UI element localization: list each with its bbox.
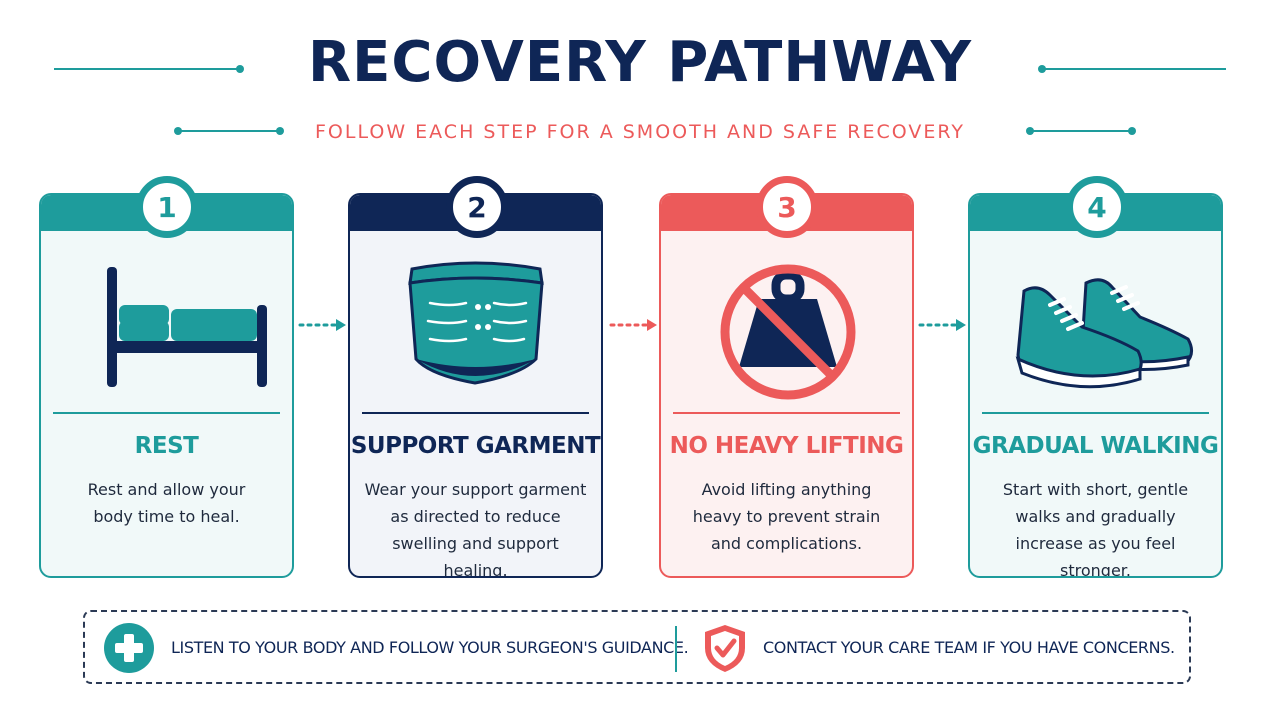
- footer-separator: [675, 626, 677, 672]
- compression-garment-icon: [408, 261, 544, 385]
- step-description: Start with short, gentle walks and gradu…: [1002, 480, 1189, 578]
- step-card-no-heavy-lifting: NO HEAVY LIFTING Avoid lifting anything …: [659, 193, 914, 578]
- step-number-badge: 3: [756, 176, 818, 238]
- step-card-rest: REST Rest and allow your body time to he…: [39, 193, 294, 578]
- bed-icon: [107, 267, 267, 387]
- sneakers-icon: [1015, 278, 1193, 389]
- footer-tips-box: LISTEN TO YOUR BODY AND FOLLOW YOUR SURG…: [83, 610, 1191, 684]
- step-number-badge: 4: [1066, 176, 1128, 238]
- page-subtitle: FOLLOW EACH STEP FOR A SMOOTH AND SAFE R…: [314, 121, 965, 143]
- step-title: GRADUAL WALKING: [972, 433, 1219, 459]
- step-number-badge: 2: [446, 176, 508, 238]
- step-title: NO HEAVY LIFTING: [669, 433, 904, 459]
- footer-tip-left: LISTEN TO YOUR BODY AND FOLLOW YOUR SURG…: [171, 638, 689, 657]
- header-decoration: [54, 65, 1226, 135]
- arrow-right-icon: [918, 319, 966, 331]
- footer-tip-right: CONTACT YOUR CARE TEAM IF YOU HAVE CONCE…: [763, 638, 1175, 657]
- step-card-gradual-walking: GRADUAL WALKING Start with short, gentle…: [968, 193, 1223, 578]
- medical-cross-icon: [104, 623, 154, 673]
- step-card-support-garment: SUPPORT GARMENT Wear your support garmen…: [348, 193, 603, 578]
- step-description: Avoid lifting anything heavy to prevent …: [692, 480, 881, 553]
- page-title: RECOVERY PATHWAY: [307, 30, 973, 95]
- arrow-right-icon: [298, 319, 346, 331]
- step-number-badge: 1: [136, 176, 198, 238]
- no-weight-icon: [720, 264, 856, 400]
- card-divider: [53, 412, 280, 414]
- card-divider: [982, 412, 1209, 414]
- shield-check-icon: [705, 625, 745, 672]
- arrow-right-icon: [609, 319, 657, 331]
- step-title: SUPPORT GARMENT: [350, 433, 601, 459]
- card-divider: [362, 412, 589, 414]
- step-description: Rest and allow your body time to heal.: [87, 480, 246, 526]
- step-title: REST: [134, 433, 199, 459]
- card-divider: [673, 412, 900, 414]
- step-description: Wear your support garment as directed to…: [364, 480, 587, 578]
